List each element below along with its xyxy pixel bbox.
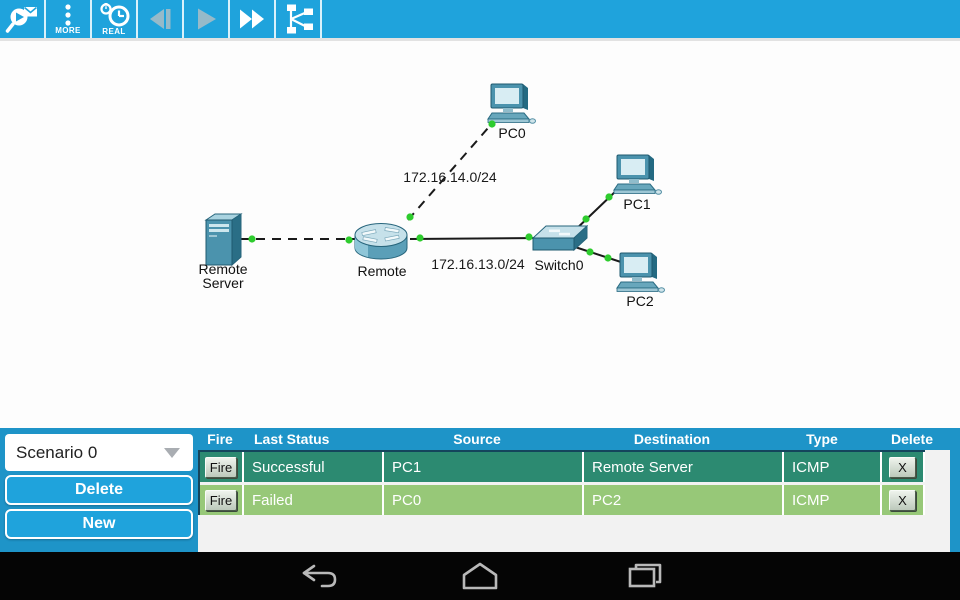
back-button[interactable] <box>298 560 342 592</box>
topology-workspace[interactable]: PC0 PC1 <box>0 41 960 428</box>
device-switch0[interactable] <box>531 224 589 258</box>
real-label: REAL <box>102 26 126 36</box>
header-last-status: Last Status <box>254 431 330 447</box>
device-remote-router[interactable] <box>352 221 410 268</box>
more-label: MORE <box>55 25 81 35</box>
chevron-down-icon <box>164 448 180 458</box>
pdu-source: PC0 <box>384 485 582 515</box>
device-label-remote: Remote <box>357 263 407 279</box>
fire-button[interactable]: Fire <box>204 489 238 511</box>
link-router-switch <box>409 237 543 240</box>
android-nav-bar <box>0 552 960 600</box>
fast-forward-button[interactable] <box>230 0 276 38</box>
home-icon <box>462 562 498 590</box>
header-delete: Delete <box>890 431 934 447</box>
realtime-mode-button[interactable]: REAL <box>92 0 138 38</box>
play-button[interactable] <box>184 0 230 38</box>
back-icon <box>302 564 337 588</box>
pdu-last-status: Failed <box>244 485 382 515</box>
pdu-row-successful[interactable]: Fire Successful PC1 Remote Server ICMP X <box>200 452 925 482</box>
more-button[interactable]: MORE <box>46 0 92 38</box>
realtime-clock-icon <box>100 2 130 26</box>
delete-pdu-button[interactable]: X <box>889 456 916 478</box>
inspect-pdu-button[interactable] <box>0 0 46 38</box>
pdu-table-header: Fire Last Status Source Destination Type… <box>198 428 960 450</box>
pc-icon <box>616 252 665 293</box>
pdu-type: ICMP <box>784 452 880 482</box>
links-layer <box>240 119 628 265</box>
server-icon <box>204 213 243 267</box>
pdu-last-status: Successful <box>244 452 382 482</box>
router-icon <box>354 223 408 260</box>
device-label-remote-server: Remote Server <box>198 261 248 291</box>
fire-button[interactable]: Fire <box>204 456 238 478</box>
header-destination: Destination <box>633 431 711 447</box>
delete-pdu-button[interactable]: X <box>889 489 916 511</box>
switch-icon <box>531 224 589 252</box>
recents-icon <box>628 563 662 588</box>
header-type: Type <box>806 431 838 447</box>
link-label-172-16-13: 172.16.13.0/24 <box>431 256 525 272</box>
scenario-selected: Scenario 0 <box>16 442 98 462</box>
pdu-list: Fire Last Status Source Destination Type… <box>198 428 960 552</box>
pdu-table-body: Fire Successful PC1 Remote Server ICMP X… <box>198 450 950 552</box>
simulation-panel: Scenario 0 Delete New Fire Last Status S… <box>0 428 960 552</box>
pdu-row-failed[interactable]: Fire Failed PC0 PC2 ICMP X <box>200 485 925 515</box>
scenario-dropdown[interactable]: Scenario 0 <box>5 434 193 471</box>
new-scenario-button[interactable]: New <box>5 509 193 539</box>
fast-forward-icon <box>240 9 264 29</box>
device-label-pc2: PC2 <box>626 293 654 309</box>
pdu-destination: PC2 <box>584 485 782 515</box>
pdu-destination: Remote Server <box>584 452 782 482</box>
pdu-type: ICMP <box>784 485 880 515</box>
device-label-pc0: PC0 <box>498 125 526 141</box>
magnifier-envelope-icon <box>5 6 38 33</box>
toolbar-divider <box>0 38 960 41</box>
device-remote-server[interactable] <box>202 213 244 272</box>
delete-scenario-button[interactable]: Delete <box>5 475 193 505</box>
device-pc1[interactable] <box>612 153 662 202</box>
header-source: Source <box>453 431 501 447</box>
link-switch-pc2 <box>574 246 628 265</box>
step-back-icon <box>150 9 171 29</box>
pdu-source: PC1 <box>384 452 582 482</box>
toolbar: MORE REAL <box>0 0 960 38</box>
device-label-pc1: PC1 <box>623 196 651 212</box>
header-fire: Fire <box>207 431 233 447</box>
recents-button[interactable] <box>623 560 667 592</box>
scenario-panel: Scenario 0 Delete New <box>0 428 198 552</box>
pc-icon <box>487 83 536 124</box>
link-label-172-16-14: 172.16.14.0/24 <box>403 169 497 185</box>
pc-icon <box>613 154 662 195</box>
home-button[interactable] <box>458 560 502 592</box>
step-back-button[interactable] <box>138 0 184 38</box>
more-dots-icon <box>65 3 71 26</box>
link-router-pc0 <box>407 119 496 221</box>
device-pc2[interactable] <box>615 251 665 300</box>
device-pc0[interactable] <box>486 82 536 131</box>
topology-icon <box>287 4 313 34</box>
topology-view-button[interactable] <box>276 0 322 38</box>
device-label-switch0: Switch0 <box>534 257 584 273</box>
play-icon <box>198 8 216 30</box>
